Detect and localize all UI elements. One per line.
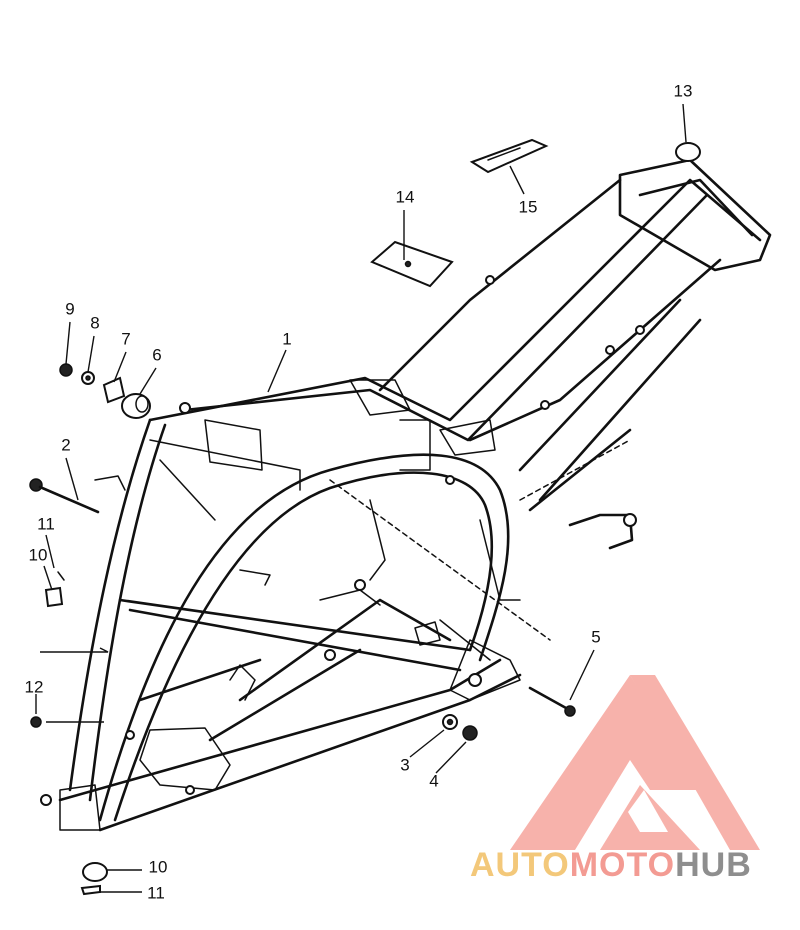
watermark-moto: MOTO — [569, 846, 676, 884]
nut-part-9 — [59, 363, 73, 377]
callout-4: 4 — [429, 771, 438, 790]
callout-14: 14 — [396, 187, 415, 206]
bracket-part-15 — [469, 138, 549, 174]
screw-part-12 — [30, 716, 42, 728]
damper-part-6 — [121, 393, 151, 419]
grommet-part-13 — [675, 142, 701, 162]
washer-part-8 — [81, 371, 95, 385]
callout-5: 5 — [591, 627, 600, 646]
main-frame — [40, 158, 772, 832]
callout-10-upper: 10 — [29, 545, 48, 564]
callout-8: 8 — [90, 313, 99, 332]
collar-part-11-lower — [80, 884, 101, 896]
collar-part-10-upper — [44, 571, 65, 608]
callout-10-lower: 10 — [149, 857, 168, 876]
callout-11-lower: 11 — [147, 883, 165, 902]
callout-7: 7 — [121, 329, 130, 348]
collar-part-10-lower — [82, 862, 108, 882]
watermark-text: AUTOMOTOHUB — [470, 846, 752, 885]
callout-12: 12 — [25, 677, 44, 696]
leader-lines — [35, 103, 687, 893]
bolt-part-2 — [29, 478, 100, 514]
callout-15: 15 — [519, 197, 538, 216]
nut-part-4 — [462, 725, 478, 741]
watermark-auto: AUTO — [470, 846, 570, 884]
callout-2: 2 — [61, 435, 70, 454]
callout-11-upper: 11 — [37, 514, 55, 533]
washer-part-3 — [442, 714, 458, 730]
callout-9: 9 — [65, 299, 74, 318]
callout-6: 6 — [152, 345, 161, 364]
bolt-part-5 — [528, 686, 576, 717]
callout-labels: 1 2 3 4 5 6 7 8 9 10 11 12 13 14 15 10 1… — [25, 81, 693, 902]
plate-part-14 — [370, 240, 454, 288]
watermark-logo — [510, 675, 760, 850]
callout-3: 3 — [400, 755, 409, 774]
callout-1: 1 — [282, 329, 291, 348]
callout-13: 13 — [674, 81, 693, 100]
watermark-hub: HUB — [675, 846, 752, 884]
